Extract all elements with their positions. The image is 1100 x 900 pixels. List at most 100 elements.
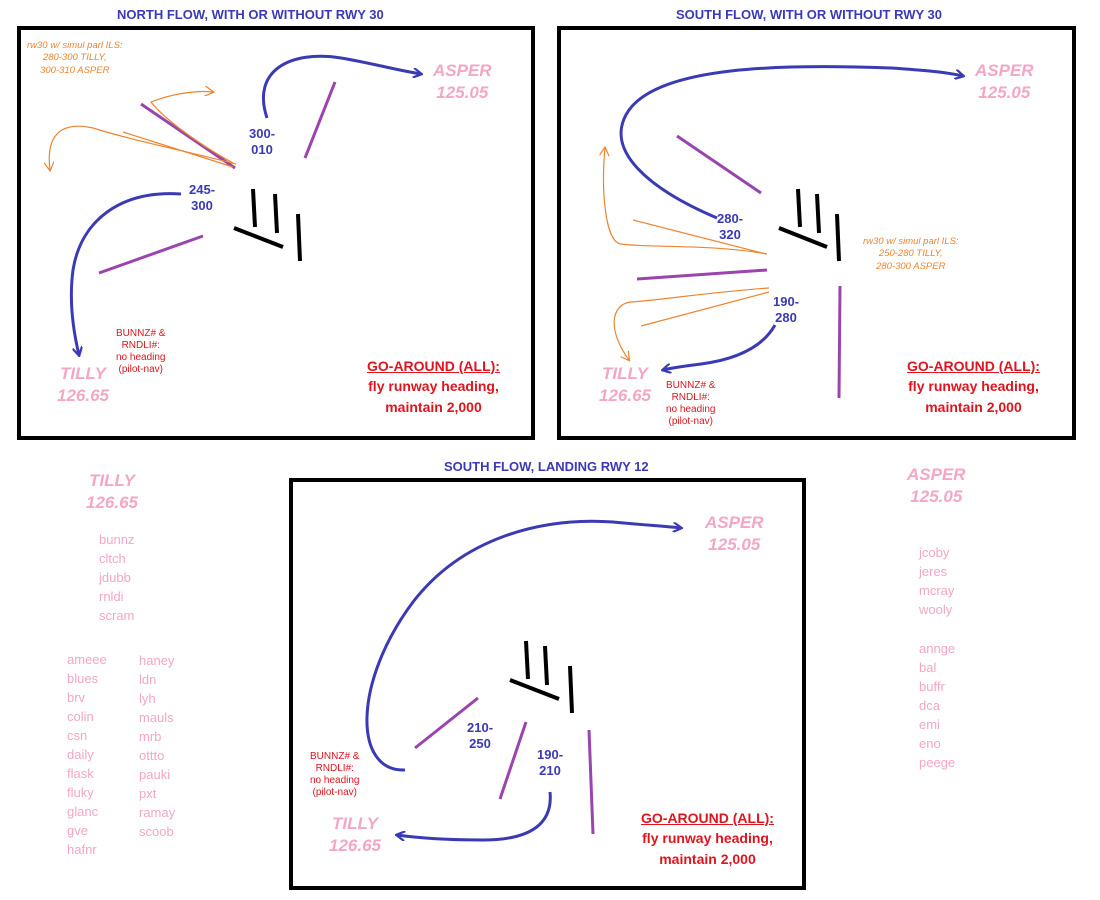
- list-item: rnldi: [99, 589, 124, 604]
- north-flow-diagram: [21, 54, 539, 444]
- orange-line: [632, 219, 767, 255]
- list-item: mcray: [919, 583, 955, 598]
- asper-fix-list: annge bal buffr dca emi eno peege: [919, 639, 955, 772]
- asper-arrow: [365, 519, 681, 772]
- list-item: buffr: [919, 679, 945, 694]
- tilly-frequency-label: TILLY 126.65: [329, 814, 381, 856]
- south-flow-title: SOUTH FLOW, WITH OR WITHOUT RWY 30: [676, 7, 943, 22]
- list-item: ameee: [67, 652, 107, 667]
- list-item: peege: [919, 755, 956, 770]
- north-flow-title: NORTH FLOW, WITH OR WITHOUT RWY 30: [117, 7, 384, 22]
- departure-line: [587, 729, 595, 835]
- list-item: scoob: [139, 824, 174, 839]
- list-item: jdubb: [99, 570, 131, 585]
- tilly-frequency-label: TILLY 126.65: [57, 364, 109, 406]
- heading-label: 210- 250: [467, 720, 494, 751]
- list-item: bunnz: [99, 532, 135, 547]
- orange-arrow: [150, 91, 234, 164]
- tilly-arrow: [397, 791, 552, 842]
- asper-sector-heading: ASPER 125.05: [907, 465, 966, 507]
- list-item: csn: [67, 728, 88, 743]
- heading-label: 280- 320: [717, 211, 744, 242]
- departure-line: [676, 134, 762, 195]
- departure-line: [498, 721, 528, 800]
- list-item: pxt: [139, 786, 157, 801]
- runway-line: [796, 188, 802, 228]
- departure-line: [414, 696, 479, 750]
- list-item: blues: [67, 671, 99, 686]
- list-item: lyh: [139, 691, 156, 706]
- list-item: emi: [919, 717, 940, 732]
- departure-line: [98, 234, 204, 275]
- list-item: wooly: [919, 602, 953, 617]
- list-item: brv: [67, 690, 86, 705]
- tilly-sector-heading: TILLY 126.65: [86, 471, 138, 513]
- list-item: dca: [919, 698, 940, 713]
- list-item: ottto: [139, 748, 165, 763]
- tilly-arrow: [69, 192, 182, 355]
- goaround-instructions: GO-AROUND (ALL): fly runway heading, mai…: [367, 358, 500, 415]
- heading-label: 190- 210: [537, 747, 564, 778]
- parallel-ils-note: rw30 w/ simul parl ILS: 250-280 TILLY, 2…: [863, 236, 959, 272]
- tilly-fix-list-col1: ameee blues brv colin csn daily flask fl…: [67, 650, 107, 859]
- goaround-instructions: GO-AROUND (ALL): fly runway heading, mai…: [907, 358, 1040, 415]
- departure-line: [636, 268, 768, 281]
- list-item: haney: [139, 653, 175, 668]
- runway-line: [524, 640, 530, 680]
- list-item: jeres: [919, 564, 948, 579]
- runway-line: [273, 193, 279, 234]
- list-item: hafnr: [67, 842, 97, 857]
- tilly-arrow: [663, 324, 777, 370]
- departure-line: [837, 285, 842, 399]
- asper-arrow: [619, 65, 963, 220]
- rwy12-panel: ASPER 125.05 TILLY 126.65 210- 250 190- …: [289, 478, 806, 890]
- runway-line: [543, 645, 549, 686]
- runway-line: [778, 226, 828, 249]
- runway-line: [296, 213, 302, 262]
- heading-label: 245- 300: [189, 182, 216, 213]
- runway-line: [835, 213, 841, 262]
- asper-frequency-label: ASPER 125.05: [705, 513, 764, 555]
- orange-line: [122, 131, 234, 168]
- runway-line: [509, 678, 560, 701]
- list-item: daily: [67, 747, 94, 762]
- runway-line: [815, 193, 821, 234]
- list-item: glanc: [67, 804, 99, 819]
- list-item: cltch: [99, 551, 126, 566]
- list-item: eno: [919, 736, 941, 751]
- asper-frequency-label: ASPER 125.05: [433, 61, 492, 103]
- list-item: scram: [99, 608, 135, 623]
- heading-label: 300- 010: [249, 126, 276, 157]
- south-flow-diagram: [561, 65, 1080, 399]
- list-item: pauki: [139, 767, 171, 782]
- list-item: colin: [67, 709, 94, 724]
- runway-line: [233, 226, 284, 249]
- tilly-frequency-label: TILLY 126.65: [599, 364, 651, 406]
- list-item: bal: [919, 660, 937, 675]
- list-item: fluky: [67, 785, 94, 800]
- asper-primary-list: jcoby jeres mcray wooly: [919, 543, 954, 619]
- departure-line: [140, 102, 236, 170]
- runway-line: [568, 665, 574, 714]
- pilot-nav-note: BUNNZ# & RNDLI#: no heading (pilot-nav): [666, 380, 716, 427]
- tilly-fix-list-col2: haney ldn lyh mauls mrb ottto pauki pxt …: [139, 651, 175, 841]
- orange-arrow: [49, 125, 237, 170]
- list-item: ldn: [139, 672, 157, 687]
- goaround-instructions: GO-AROUND (ALL): fly runway heading, mai…: [641, 810, 774, 867]
- list-item: mrb: [139, 729, 162, 744]
- orange-arrow: [613, 287, 770, 360]
- asper-frequency-label: ASPER 125.05: [975, 61, 1034, 103]
- south-flow-panel: ASPER 125.05 TILLY 126.65 280- 320 190- …: [557, 26, 1076, 440]
- list-item: gve: [67, 823, 88, 838]
- runway-line: [251, 188, 257, 228]
- asper-arrow: [261, 54, 421, 119]
- departure-line: [303, 81, 337, 159]
- rwy12-title: SOUTH FLOW, LANDING RWY 12: [444, 459, 649, 474]
- list-item: flask: [67, 766, 94, 781]
- tilly-primary-list: bunnz cltch jdubb rnldi scram: [99, 530, 134, 625]
- list-item: mauls: [139, 710, 174, 725]
- orange-line: [640, 291, 770, 327]
- orange-arrow: [604, 148, 768, 255]
- heading-label: 190- 280: [773, 294, 800, 325]
- parallel-ils-note: rw30 w/ simul parl ILS: 280-300 TILLY, 3…: [27, 40, 123, 76]
